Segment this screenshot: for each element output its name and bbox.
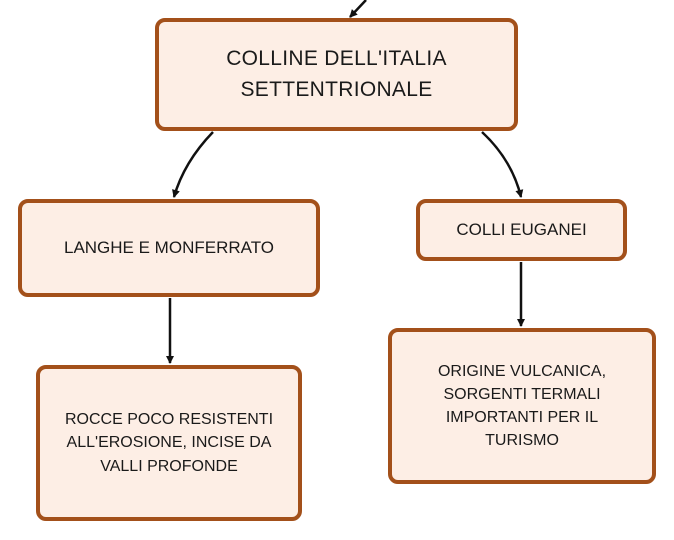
node-langhe-monferrato: LANGHE E MONFERRATO bbox=[18, 199, 320, 297]
edge-root-to-langhe bbox=[172, 131, 214, 198]
incoming-edge-to-root bbox=[349, 0, 367, 18]
node-origine-vulcanica: ORIGINE VULCANICA, SORGENTI TERMALI IMPO… bbox=[388, 328, 656, 484]
node-colli-euganei: COLLI EUGANEI bbox=[416, 199, 627, 261]
node-origine-label: ORIGINE VULCANICA, SORGENTI TERMALI IMPO… bbox=[437, 362, 607, 450]
node-rocce-label: ROCCE POCO RESISTENTI ALL'EROSIONE, INCI… bbox=[64, 411, 274, 475]
node-euganei-label: COLLI EUGANEI bbox=[456, 219, 587, 239]
node-colline-italia-settentrionale: COLLINE DELL'ITALIA SETTENTRIONALE bbox=[155, 18, 518, 131]
edge-root-to-euganei bbox=[481, 131, 524, 198]
node-root-label: COLLINE DELL'ITALIA SETTENTRIONALE bbox=[226, 47, 447, 101]
node-rocce-poco-resistenti: ROCCE POCO RESISTENTI ALL'EROSIONE, INCI… bbox=[36, 365, 302, 521]
node-langhe-label: LANGHE E MONFERRATO bbox=[63, 237, 274, 257]
